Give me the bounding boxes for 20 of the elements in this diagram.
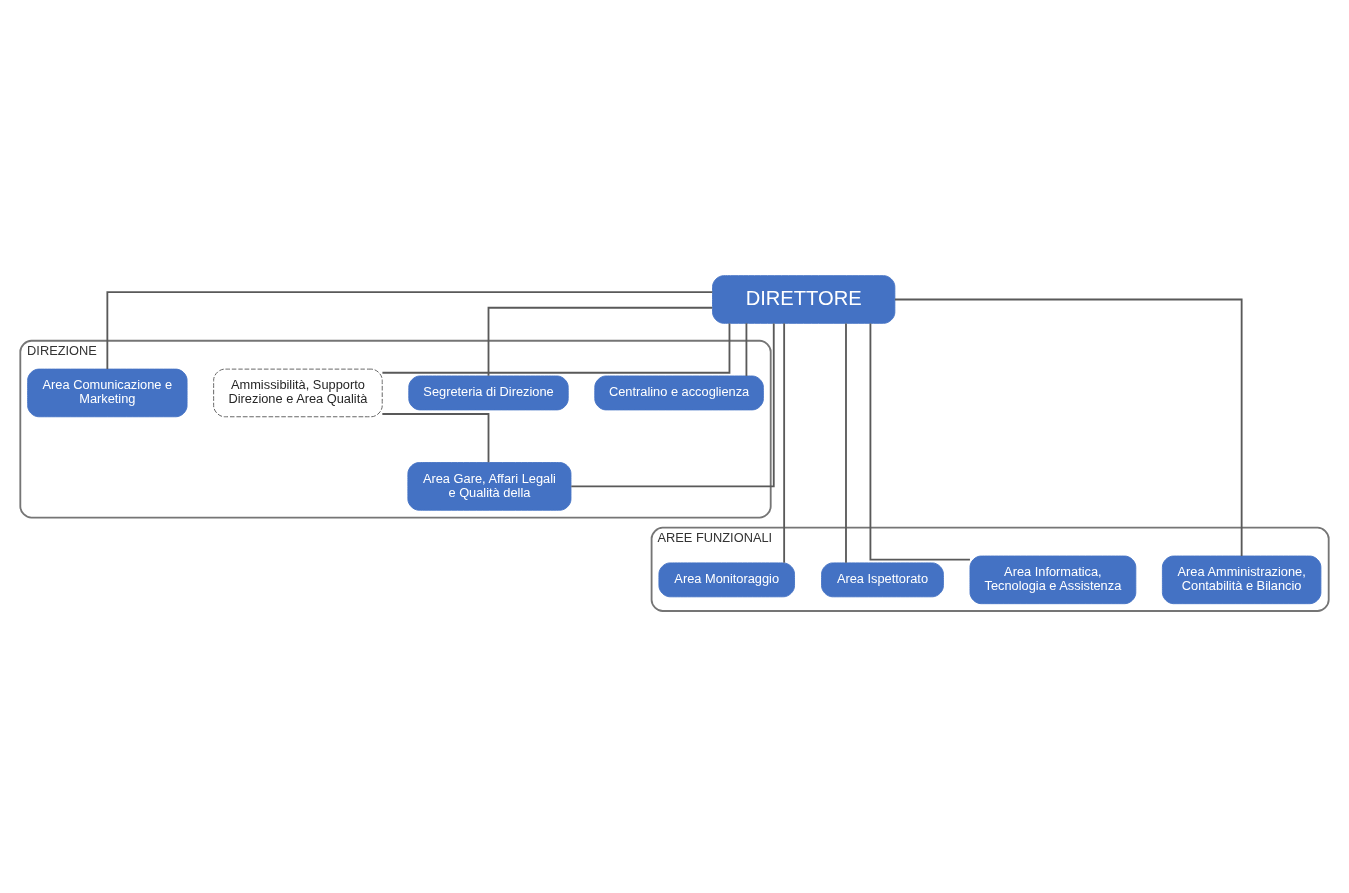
connector: [783, 321, 786, 564]
node-box: Area Monitoraggio: [658, 561, 795, 597]
node-box: Segreteria di Direzione: [408, 375, 569, 410]
connector: [869, 322, 971, 561]
connector: [845, 321, 847, 564]
node-box: Ammissibilità, Supporto Direzione e Area Qualità: [213, 368, 383, 417]
connector: [570, 322, 775, 487]
connector: [894, 298, 1243, 557]
node-box: Area Informatica, Tecnologia e Assistenza: [969, 555, 1137, 604]
connector: [381, 322, 731, 374]
node-box: Area Comunicazione e Marketing: [27, 368, 188, 417]
node-box: Area Gare, Affari Legali e Qualità della: [407, 461, 572, 511]
connector: [745, 321, 748, 377]
connector: [106, 290, 714, 370]
node-box: Centralino e accoglienza: [594, 375, 764, 410]
node-box: Area Ispettorato: [821, 561, 944, 597]
connector: [487, 306, 713, 377]
connector: [381, 412, 490, 463]
node-box: Area Amministrazione, Contabilità e Bilancio: [1161, 555, 1322, 604]
node-box: DIRETTORE: [712, 274, 896, 324]
